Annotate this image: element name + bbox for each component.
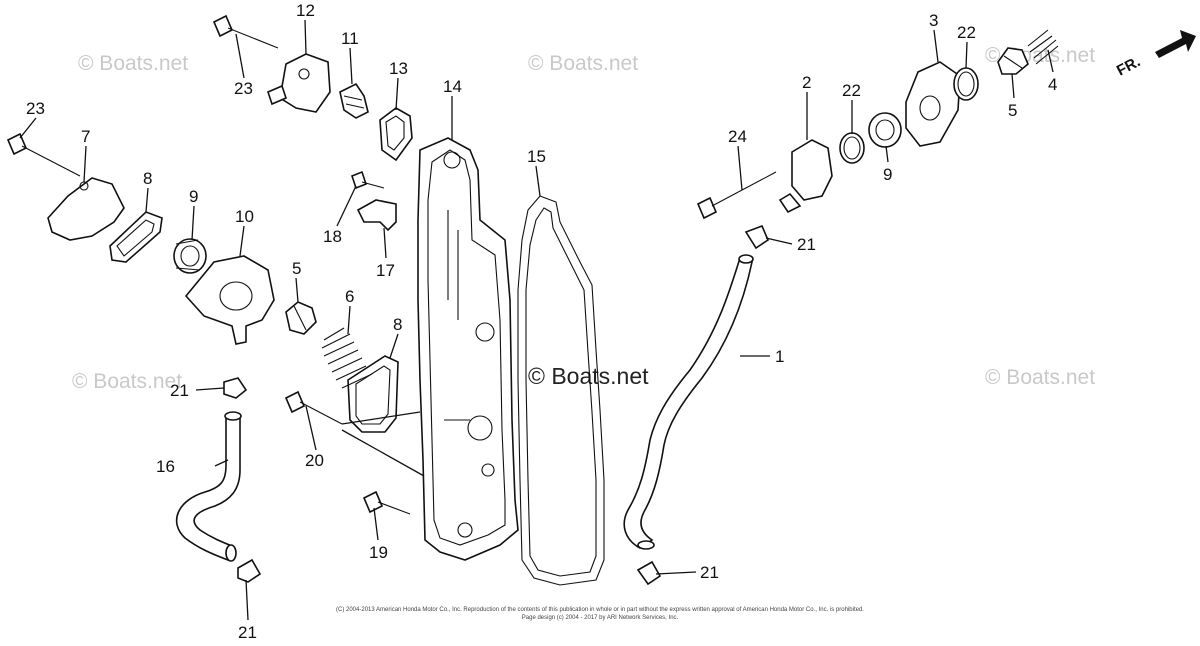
part-label-14: 14 xyxy=(443,77,462,96)
part-9-seal-left xyxy=(173,238,207,274)
part-1-water-hose xyxy=(623,254,754,550)
part-6-spring xyxy=(321,327,373,389)
part-label-23-left: 23 xyxy=(26,99,45,118)
watermark: © Boats.net xyxy=(78,52,188,75)
part-label-21-lower-right: 21 xyxy=(700,563,719,582)
part-label-24: 24 xyxy=(728,127,747,146)
part-16-water-hose xyxy=(175,411,242,562)
part-label-9-left: 9 xyxy=(189,187,198,206)
part-3-housing-plate xyxy=(905,61,961,147)
part-label-21-bottom-left: 21 xyxy=(238,623,257,642)
part-5-thermostat-right xyxy=(997,47,1029,75)
part-2-joint xyxy=(778,139,833,214)
part-label-19: 19 xyxy=(369,543,388,562)
part-label-3: 3 xyxy=(929,11,938,30)
part-22-o-ring-top xyxy=(953,67,979,101)
part-21-clamp-bottom-left xyxy=(237,558,262,583)
part-label-12: 12 xyxy=(296,1,315,20)
part-label-23-top: 23 xyxy=(234,79,253,98)
page-design-footer: Page design (c) 2004 - 2017 by ARI Netwo… xyxy=(522,615,679,621)
part-9-seal-right xyxy=(868,112,902,148)
part-label-9-right: 9 xyxy=(883,165,892,184)
part-label-21-upper-right: 21 xyxy=(797,235,816,254)
part-label-15: 15 xyxy=(527,147,546,166)
part-8-gasket-center xyxy=(347,355,399,433)
part-label-13: 13 xyxy=(389,59,408,78)
part-label-8-center: 8 xyxy=(393,315,402,334)
part-14-head-cover xyxy=(417,137,519,561)
watermark: © Boats.net xyxy=(72,370,182,393)
part-label-16: 16 xyxy=(156,457,175,476)
part-labels: 1 2 3 4 5 5 6 7 8 8 9 9 10 11 12 13 14 1… xyxy=(26,1,1057,642)
part-21-clamp-upper-left xyxy=(223,377,248,399)
part-label-21-upper-left: 21 xyxy=(170,381,189,400)
part-5-thermostat-left xyxy=(285,301,317,335)
part-17-bracket xyxy=(356,199,397,232)
part-label-20: 20 xyxy=(305,451,324,470)
part-label-4: 4 xyxy=(1048,75,1057,94)
arrow-icon xyxy=(1155,30,1196,58)
part-label-1: 1 xyxy=(775,347,784,366)
part-label-11: 11 xyxy=(341,29,359,48)
front-direction-arrow: FR. xyxy=(1114,30,1196,80)
part-22-o-ring-mid xyxy=(839,132,865,164)
watermark: © Boats.net xyxy=(528,52,638,75)
copyright-footer: (C) 2004-2013 American Honda Motor Co., … xyxy=(336,607,864,613)
leader-lines xyxy=(19,19,1054,621)
part-11-plug xyxy=(339,82,369,119)
part-12-joint xyxy=(267,53,331,113)
part-label-17: 17 xyxy=(376,261,395,280)
part-label-22-mid: 22 xyxy=(842,81,861,100)
part-10-thermostat-housing xyxy=(184,255,275,345)
part-19-bolt xyxy=(362,490,411,515)
direction-label: FR. xyxy=(1114,53,1143,79)
part-4-spring xyxy=(1027,29,1059,65)
part-label-7: 7 xyxy=(81,127,90,146)
part-20-bolt xyxy=(284,390,343,425)
part-13-gasket xyxy=(379,107,413,162)
part-label-18: 18 xyxy=(323,227,342,246)
part-label-22-top: 22 xyxy=(957,23,976,42)
part-label-2: 2 xyxy=(802,73,811,92)
part-23-bolt-left xyxy=(6,132,81,177)
watermark: © Boats.net xyxy=(985,366,1095,389)
part-18-bolt xyxy=(351,170,385,190)
part-8-gasket-left xyxy=(109,211,163,263)
part-24-bolt xyxy=(696,171,777,220)
part-7-cover xyxy=(47,177,125,241)
part-label-6: 6 xyxy=(345,287,354,306)
part-23-bolt-top xyxy=(212,14,279,49)
part-label-8-left: 8 xyxy=(143,169,152,188)
part-label-5-right: 5 xyxy=(1008,101,1017,120)
part-label-5-left: 5 xyxy=(292,259,301,278)
part-21-clamp-upper-right xyxy=(744,224,769,250)
part-21-clamp-lower-right xyxy=(636,560,662,586)
part-15-gasket xyxy=(517,195,605,586)
part-label-10: 10 xyxy=(235,207,254,226)
